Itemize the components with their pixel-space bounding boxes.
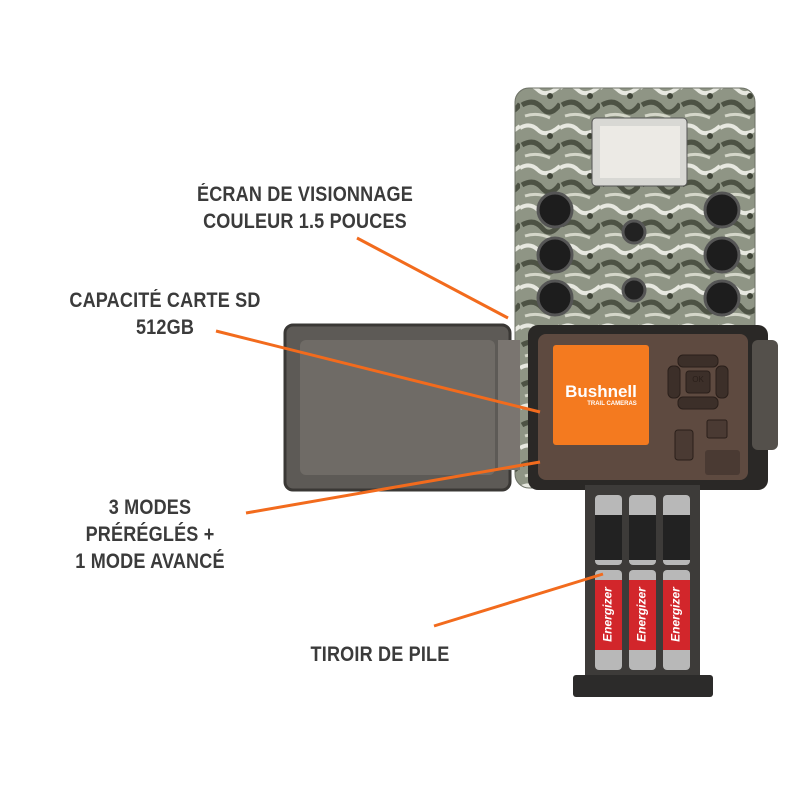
batteries [595, 495, 690, 670]
sd-callout-line [215, 329, 541, 414]
callout-lines [215, 236, 604, 628]
callout-battery-tray: TIROIR DE PILE [310, 643, 450, 666]
tray-base [573, 675, 713, 697]
brand-name: Bushnell [565, 382, 637, 401]
power-switch [674, 429, 694, 461]
screen-callout-line [356, 236, 509, 320]
battery-brand-label: Energizer [634, 587, 649, 642]
battery-brand-label: Energizer [600, 587, 615, 642]
display-screen [553, 345, 649, 445]
lens [621, 219, 647, 245]
ir-leds [536, 191, 741, 317]
modes-callout-line [245, 460, 541, 515]
brand-logo: Bushnell TRAIL CAMERAS [553, 382, 649, 408]
battery-brand-label: Energizer [668, 587, 683, 642]
battery-callout-line [433, 572, 604, 628]
brand-subtitle: TRAIL CAMERAS [587, 401, 637, 407]
dpad [667, 354, 729, 410]
ok-button: OK [692, 375, 704, 384]
